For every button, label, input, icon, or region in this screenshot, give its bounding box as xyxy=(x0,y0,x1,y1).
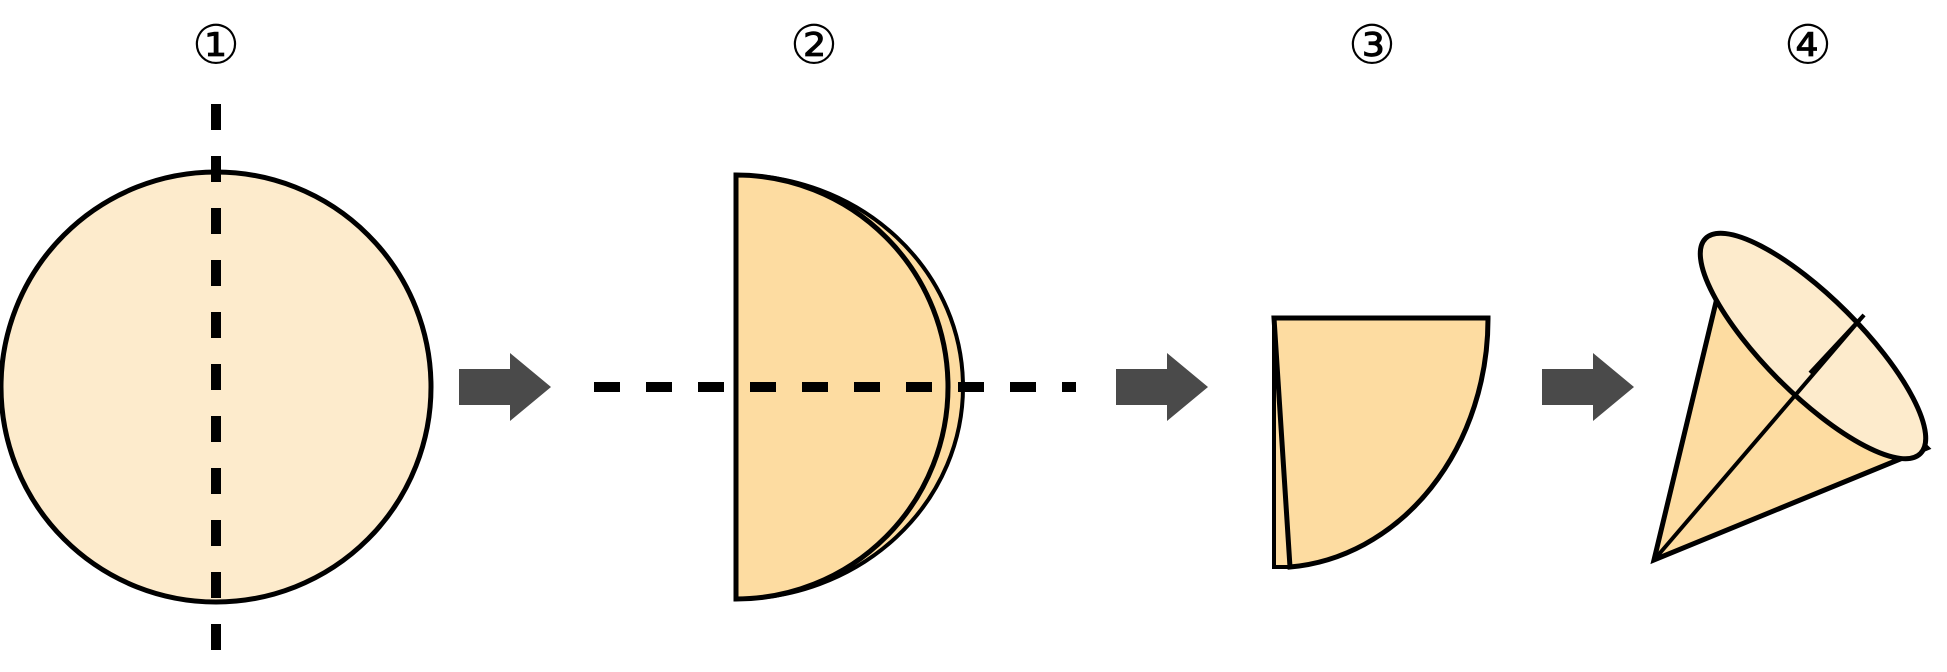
step-label-4: ④ xyxy=(1784,14,1832,77)
right-arrow-icon xyxy=(1116,353,1208,421)
step-1-full-circle xyxy=(0,104,434,651)
step-label-1: ① xyxy=(192,14,240,77)
cone-seam-line xyxy=(1652,313,1866,562)
step-2-half-circle xyxy=(594,172,1076,602)
cone-opening-line xyxy=(1808,313,1866,375)
step-3-quarter-circle xyxy=(1271,315,1491,570)
right-arrow-icon xyxy=(1542,353,1634,421)
right-arrow-icon xyxy=(459,353,551,421)
step-label-3: ③ xyxy=(1348,14,1396,77)
cone-opening xyxy=(1697,230,1929,462)
half-circle xyxy=(733,172,951,602)
quarter-circle xyxy=(1271,315,1491,570)
step-label-2: ② xyxy=(790,14,838,77)
step-4-cone xyxy=(1650,230,1932,565)
